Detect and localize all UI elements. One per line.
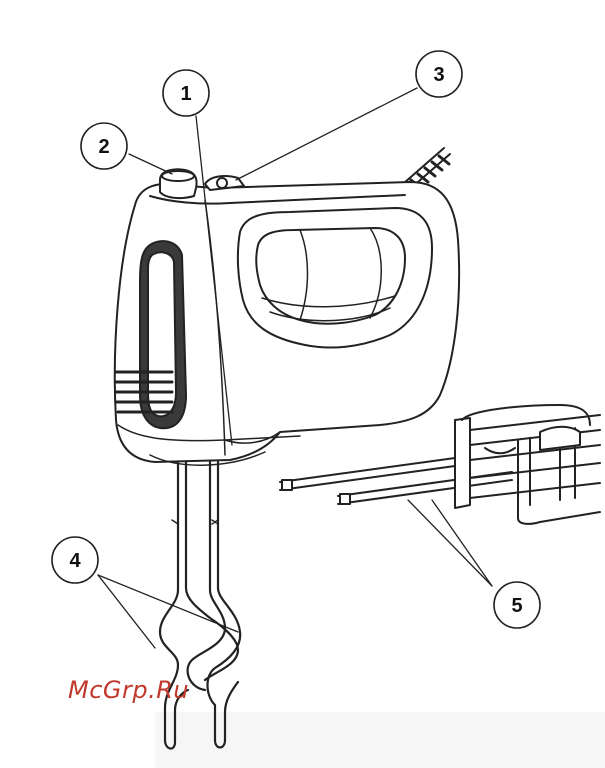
- callout-2-label: 2: [98, 136, 109, 158]
- callout-4: 4: [52, 537, 98, 583]
- callout-5-label: 5: [511, 595, 522, 617]
- ejector-button: [160, 169, 197, 198]
- callout-4-label: 4: [69, 550, 81, 572]
- callout-1-label: 1: [180, 83, 191, 105]
- callout-3: 3: [416, 51, 462, 97]
- callout-5: 5: [494, 582, 540, 628]
- callout-2: 2: [81, 123, 127, 169]
- callout-1: 1: [163, 70, 209, 116]
- callout-3-label: 3: [433, 64, 444, 86]
- watermark-text: McGrp.Ru: [68, 676, 189, 704]
